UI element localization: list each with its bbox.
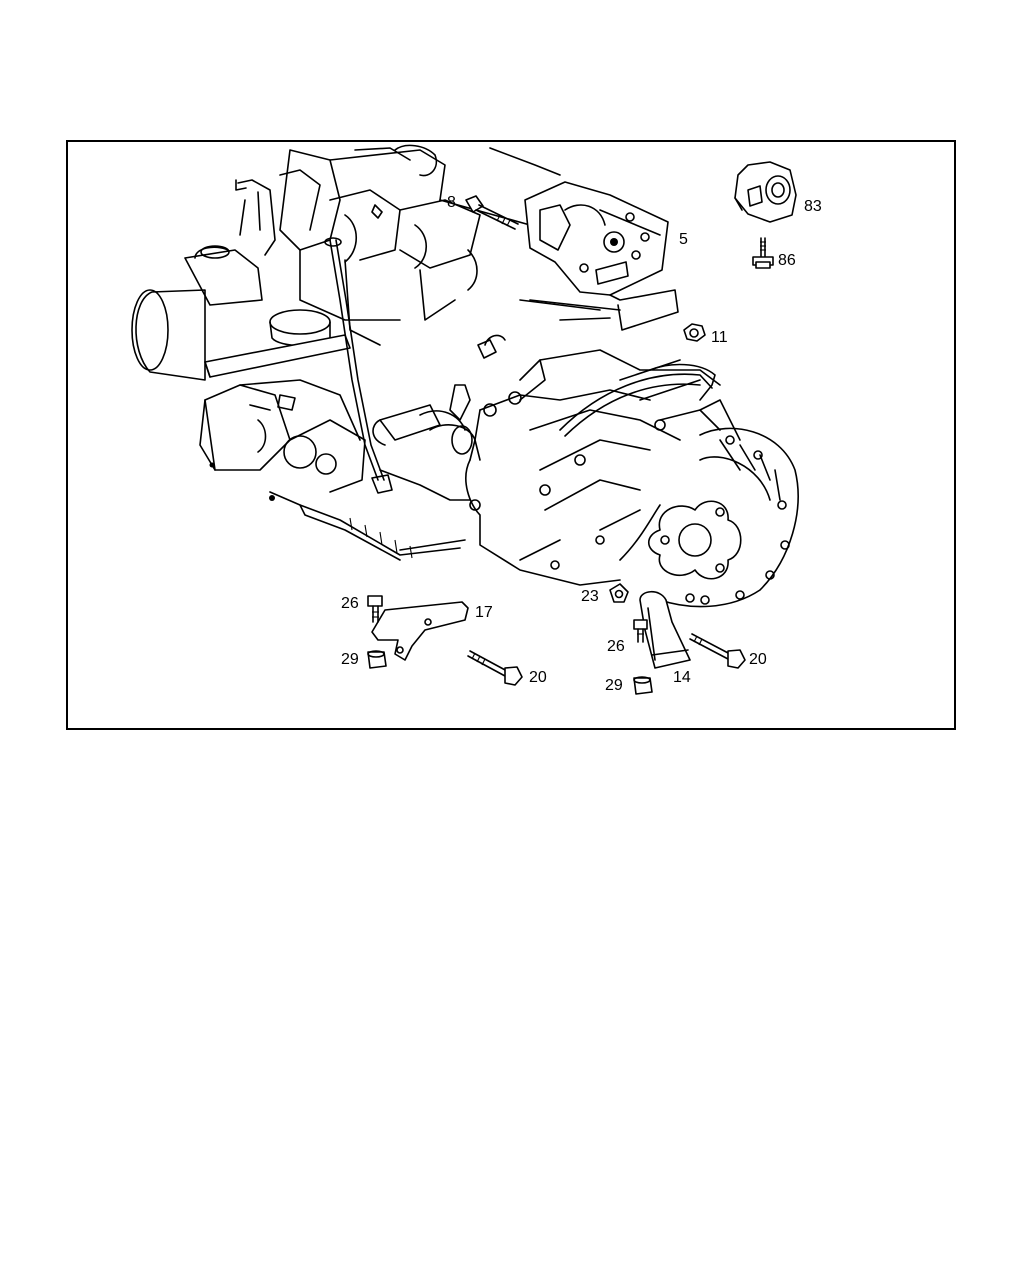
callout-20-right: 20 bbox=[749, 651, 767, 668]
part-83-rubber-mount bbox=[734, 161, 797, 223]
part-29-nut-right bbox=[633, 676, 653, 695]
callout-86: 86 bbox=[778, 252, 796, 269]
callout-5: 5 bbox=[679, 231, 688, 248]
callout-83: 83 bbox=[804, 198, 822, 215]
part-17-bracket bbox=[371, 601, 469, 661]
callout-17: 17 bbox=[475, 604, 493, 621]
transmission-assembly bbox=[449, 349, 799, 608]
part-20-bolt-left bbox=[467, 650, 523, 686]
callout-14: 14 bbox=[673, 669, 691, 686]
callouts: 8 5 83 86 11 17 26 29 20 23 26 20 14 29 bbox=[341, 194, 822, 694]
callout-11: 11 bbox=[711, 329, 728, 346]
callout-8: 8 bbox=[447, 194, 456, 211]
callout-23: 23 bbox=[581, 588, 599, 605]
part-8-bolt bbox=[465, 195, 519, 230]
callout-20-left: 20 bbox=[529, 669, 547, 686]
part-5-engine-mount bbox=[524, 181, 679, 331]
callout-26-right: 26 bbox=[607, 638, 625, 655]
part-14-mount-bracket bbox=[639, 590, 691, 669]
engine-assembly bbox=[131, 144, 601, 561]
part-11-nut bbox=[683, 323, 706, 342]
callout-26-left: 26 bbox=[341, 595, 359, 612]
part-23-nut bbox=[609, 583, 629, 603]
part-86-bolt bbox=[752, 237, 774, 269]
diagram-frame bbox=[66, 140, 956, 730]
part-26-bolt-left bbox=[367, 595, 383, 623]
part-29-nut-left bbox=[367, 650, 387, 669]
part-20-bolt-right bbox=[689, 633, 746, 669]
part-26-bolt-right bbox=[633, 619, 648, 643]
callout-29-right: 29 bbox=[605, 677, 623, 694]
callout-29-left: 29 bbox=[341, 651, 359, 668]
